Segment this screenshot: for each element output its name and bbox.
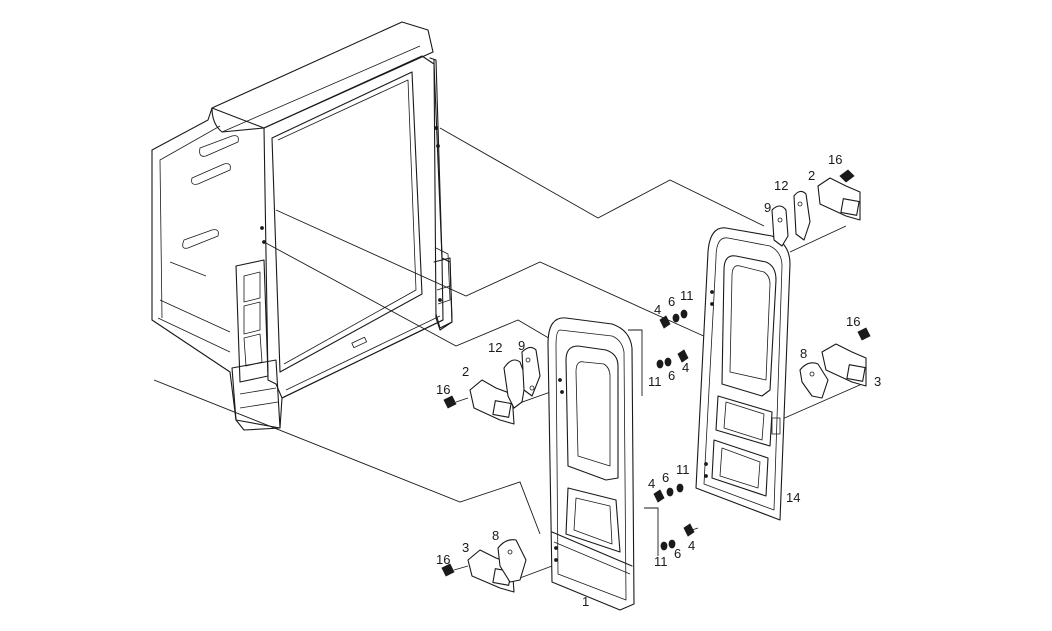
callout-9-left: 9: [518, 338, 525, 353]
callout-11-a: 11: [680, 288, 694, 303]
left-rear-door: [547, 317, 635, 611]
callout-11-b: 11: [648, 374, 662, 389]
callout-3-left: 3: [462, 540, 469, 555]
callout-6-a: 6: [668, 294, 675, 309]
callout-14: 14: [786, 490, 800, 505]
upper-left-hinge-assembly: [443, 346, 541, 425]
callout-labels: 1 14 12 9 2 16 16 3 8 16 2 12 9 16 8 3 4…: [436, 152, 881, 609]
callout-16-lower-right: 16: [846, 314, 860, 329]
callout-2-left: 2: [462, 364, 469, 379]
callout-9-right: 9: [764, 200, 771, 215]
callout-2-right: 2: [808, 168, 815, 183]
callout-12-right: 12: [774, 178, 788, 193]
callout-16-lower-left: 16: [436, 552, 450, 567]
callout-4-a: 4: [654, 302, 661, 317]
callout-6-c: 6: [662, 470, 669, 485]
callout-4-b: 4: [682, 360, 689, 375]
lower-left-hinge-assembly: [441, 539, 527, 593]
callout-16-upper-right: 16: [828, 152, 842, 167]
right-rear-door: [695, 227, 791, 521]
callout-3-right: 3: [874, 374, 881, 389]
callout-16-upper-left: 16: [436, 382, 450, 397]
callout-4-d: 4: [688, 538, 695, 553]
callout-8-right: 8: [800, 346, 807, 361]
callout-6-b: 6: [668, 368, 675, 383]
callout-11-d: 11: [654, 554, 668, 569]
van-rear-body: [151, 21, 453, 431]
callout-8-left: 8: [492, 528, 499, 543]
callout-11-c: 11: [676, 462, 690, 477]
callout-12-left: 12: [488, 340, 502, 355]
lower-right-hinge-assembly: [799, 327, 871, 399]
callout-4-c: 4: [648, 476, 655, 491]
callout-6-d: 6: [674, 546, 681, 561]
upper-right-hinge-assembly: [771, 169, 861, 247]
fastener-stacks: [653, 309, 699, 551]
callout-1: 1: [582, 594, 589, 609]
